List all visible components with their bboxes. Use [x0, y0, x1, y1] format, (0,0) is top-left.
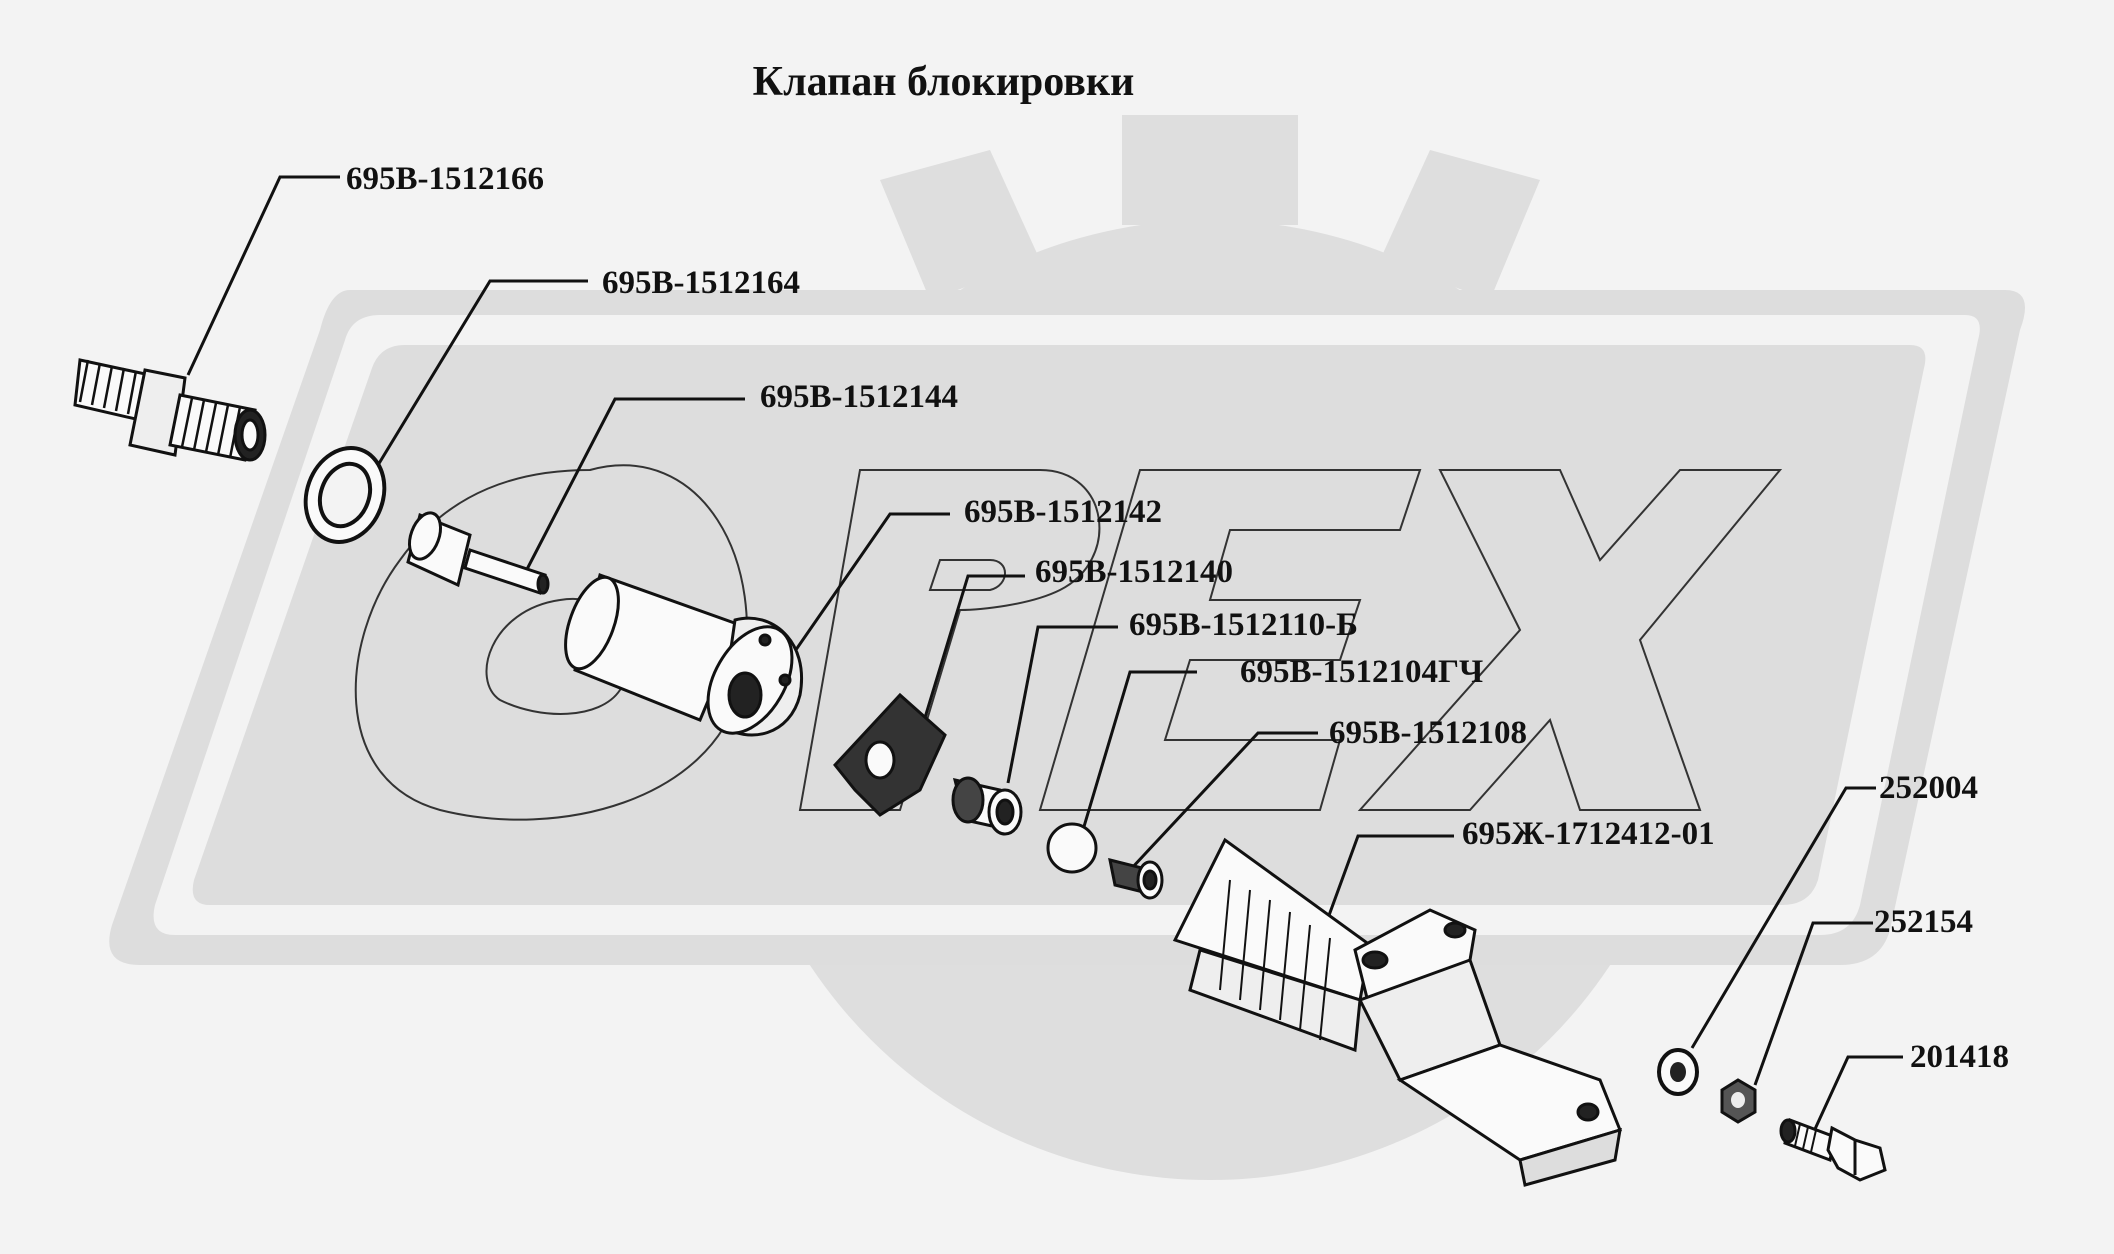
part-valve-housing — [564, 573, 803, 737]
part-label: 695В-1512108 — [1329, 715, 1527, 751]
part-label: 695Ж-1712412-01 — [1462, 816, 1715, 852]
part-mounting-bracket — [1172, 837, 1623, 1187]
part-union-fitting — [73, 358, 267, 462]
part-valve-ball — [1046, 822, 1098, 874]
part-label: 695В-1512140 — [1035, 554, 1233, 590]
part-bolt — [1779, 1117, 1887, 1182]
part-label: 252154 — [1874, 904, 1973, 940]
part-label: 695В-1512142 — [964, 494, 1162, 530]
part-label: 695В-1512164 — [602, 265, 800, 301]
page-title: Клапан блокировки — [752, 59, 1135, 105]
part-label: 695В-1512110-Б — [1129, 607, 1358, 643]
part-valve-seat — [951, 776, 1023, 836]
part-sealing-ring — [303, 446, 387, 544]
part-label: 252004 — [1879, 770, 1978, 806]
part-nut — [1720, 1078, 1757, 1124]
part-spring-washer — [1657, 1048, 1699, 1096]
part-valve-plate — [833, 692, 947, 817]
part-bushing — [1108, 857, 1164, 900]
part-label: 695В-1512166 — [346, 161, 544, 197]
part-label: 201418 — [1910, 1039, 2009, 1075]
part-label: 695В-1512144 — [760, 379, 958, 415]
part-label: 695В-1512104ГЧ — [1240, 654, 1484, 690]
part-valve-pin — [406, 511, 550, 595]
